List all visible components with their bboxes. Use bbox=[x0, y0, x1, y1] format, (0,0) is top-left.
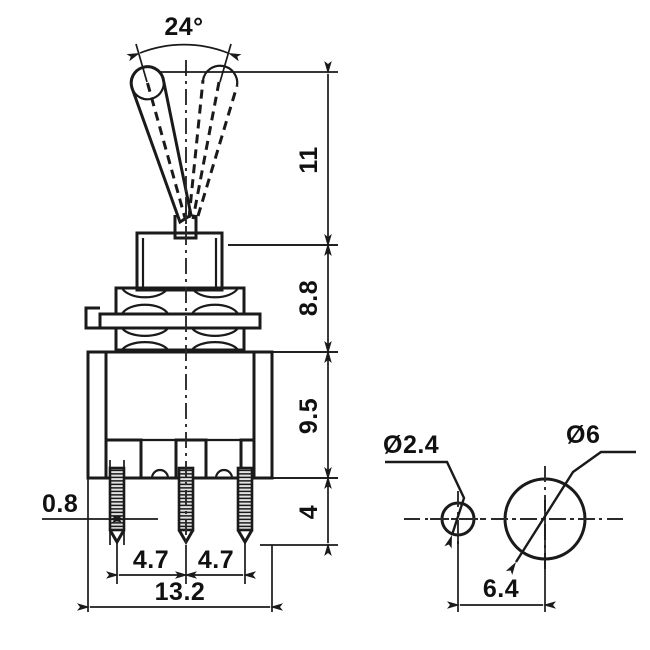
toggle-lever-left-position bbox=[129, 65, 193, 225]
dimension-pin-length: 4 bbox=[260, 467, 338, 556]
pin-left bbox=[108, 466, 126, 545]
panel-cutout-detail-view: Ø2.4 Ø6 6.4 bbox=[383, 421, 636, 612]
dimension-64-value: 6.4 bbox=[483, 575, 519, 603]
dimension-47-left-value: 4.7 bbox=[133, 546, 169, 574]
dimension-95-value: 9.5 bbox=[295, 398, 323, 434]
dimension-4-value: 4 bbox=[295, 505, 323, 519]
dimension-hole-center-distance: 6.4 bbox=[447, 500, 556, 612]
dimension-bushing-hole-value: Ø6 bbox=[566, 421, 600, 449]
dimension-pin-pitch: 4.7 4.7 bbox=[106, 542, 256, 584]
hex-nut-upper bbox=[114, 286, 246, 316]
hex-nut-lower bbox=[114, 326, 246, 352]
dimension-88-value: 8.8 bbox=[295, 280, 323, 316]
dimension-08-value: 0.8 bbox=[42, 490, 78, 518]
dimension-47-right-value: 4.7 bbox=[198, 546, 234, 574]
pin-right bbox=[236, 466, 254, 545]
dimension-overall-width: 13.2 bbox=[77, 478, 283, 612]
main-view-group: 24° 11 8.8 9.5 bbox=[42, 13, 338, 612]
dimension-132-value: 13.2 bbox=[155, 578, 206, 606]
svg-text:24°: 24° bbox=[164, 13, 203, 41]
dimension-toggle-angle: 24° bbox=[126, 13, 242, 83]
dimension-pin-width: 0.8 bbox=[42, 460, 158, 545]
switch-body bbox=[86, 350, 274, 480]
dimension-body-height: 9.5 bbox=[272, 341, 338, 489]
threaded-bushing bbox=[135, 231, 224, 292]
degree-symbol: ° bbox=[193, 13, 204, 41]
toggle-lever-right-position bbox=[187, 64, 239, 220]
dimension-11-value: 11 bbox=[295, 146, 323, 173]
dimension-key-hole-value: Ø2.4 bbox=[383, 431, 439, 459]
label-key-hole-diameter: Ø2.4 bbox=[383, 431, 466, 549]
dimension-angle-value: 24 bbox=[164, 13, 193, 41]
